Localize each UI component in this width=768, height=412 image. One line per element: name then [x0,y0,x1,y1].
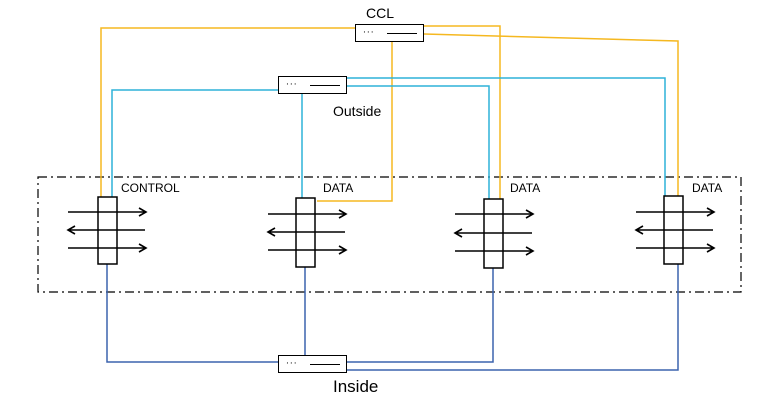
node3-arrows [453,209,535,256]
node3-arrow-out-top [455,209,535,219]
node1-label: CONTROL [121,181,180,195]
inside-link-node1 [106,264,279,363]
ccl-switch: ··· [355,24,424,42]
node3-arrow-in [453,228,532,238]
ccl-links [100,25,679,202]
node3-device [453,198,535,269]
inside-link-node3 [346,268,494,363]
node3-label: DATA [510,181,541,195]
node4-arrows [634,207,716,253]
inside-link-node4 [346,264,679,371]
outside-switch-bar [310,85,340,86]
cluster-boundary [37,176,742,293]
node2-arrow-out-top [268,209,348,219]
ccl-link-node3 [424,25,501,199]
node1-device [66,196,148,265]
node2-device [266,197,348,268]
outside-links [111,77,666,199]
node4-arrow-in [634,225,713,235]
outside-link-node1 [111,89,279,198]
inside-switch-bar [310,364,340,365]
node3-arrow-out-bottom [455,246,535,256]
inside-switch: ··· [278,355,347,373]
node2-arrow-out-bottom [268,245,348,255]
outside-label: Outside [333,103,382,119]
node1-arrow-in [66,225,145,235]
ccl-link-node1 [100,27,356,198]
node4-label: DATA [692,181,723,195]
ccl-switch-bar [387,33,417,34]
inside-links [106,264,679,371]
node1-arrow-out-top [68,207,148,217]
node2-arrows [266,209,348,255]
ccl-label: CCL [366,5,395,21]
inside-switch-ports-icon: ··· [286,359,298,369]
outside-switch: ··· [278,76,347,94]
node4-arrow-out-top [636,207,716,217]
node1-arrow-out-bottom [68,243,148,253]
node2-arrow-in [266,227,345,237]
outside-switch-ports-icon: ··· [286,80,298,90]
ccl-switch-ports-icon: ··· [363,28,375,38]
inside-label: Inside [333,377,379,396]
outside-link-node4 [345,77,666,197]
node4-device [634,195,716,265]
outside-link-node3 [345,85,490,199]
node2-label: DATA [323,181,354,195]
node4-arrow-out-bottom [636,243,716,253]
ccl-link-node2 [317,40,393,202]
node1-arrows [66,207,148,253]
ccl-link-node4 [423,33,679,197]
